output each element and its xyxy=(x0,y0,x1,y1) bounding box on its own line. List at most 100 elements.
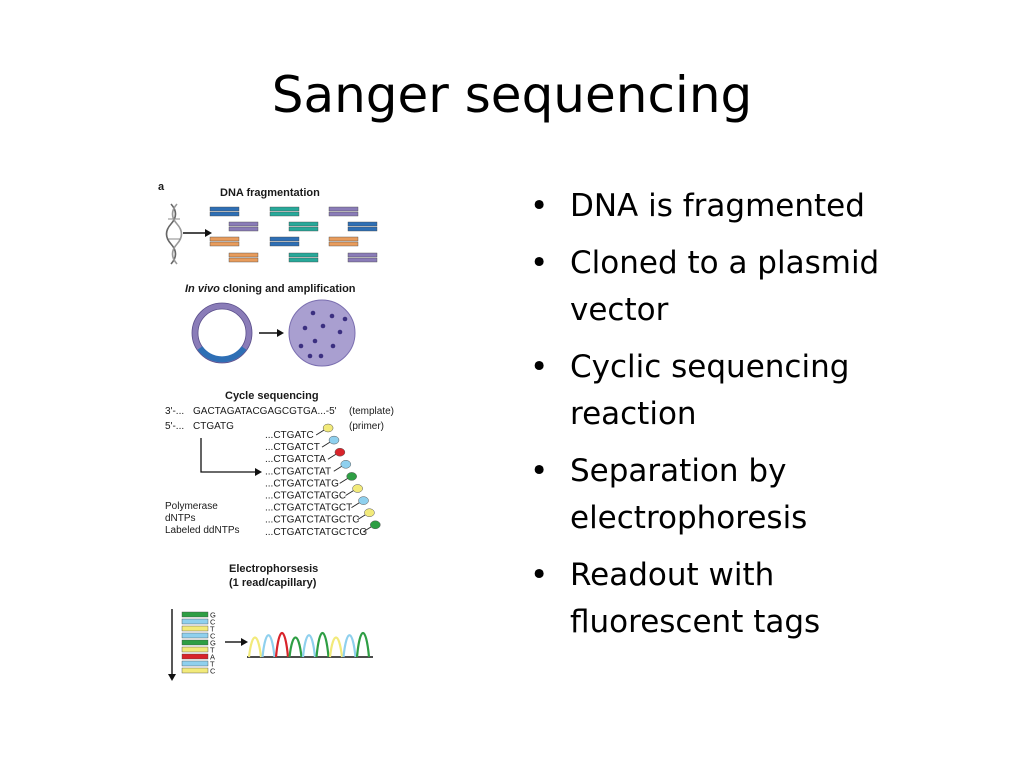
slide-title: Sanger sequencing xyxy=(271,66,753,124)
dna-fragment xyxy=(328,206,359,217)
trace-peak xyxy=(328,636,344,658)
primer-prefix: 5'-... xyxy=(165,421,184,432)
fragmentation-label: DNA fragmentation xyxy=(220,187,320,199)
fluorescent-tag xyxy=(358,496,369,505)
bullet-list: DNA is fragmented Cloned to a plasmid ve… xyxy=(530,183,950,656)
dna-fragment xyxy=(269,206,300,217)
trace-peak xyxy=(301,634,317,658)
template-prefix: 3'-... xyxy=(165,406,184,417)
gel-band xyxy=(181,639,209,646)
chromatogram-trace xyxy=(247,632,373,658)
terminator-stem xyxy=(357,514,366,521)
gel-band xyxy=(181,653,209,660)
sanger-workflow-figure: a DNA fragmentation In vivo cloning and … xyxy=(158,181,394,681)
bullet-item: DNA is fragmented xyxy=(530,183,950,230)
fluorescent-tag xyxy=(352,484,363,493)
terminator-stem xyxy=(339,478,348,484)
terminator-stem xyxy=(315,429,325,436)
cloning-label-rest: cloning and amplification xyxy=(220,283,356,295)
terminator-stem xyxy=(363,526,372,533)
extension-product: ...CTGATCTATG xyxy=(265,478,339,489)
arrow-down-icon xyxy=(168,609,176,681)
cloning-label: In vivo cloning and amplification xyxy=(185,283,356,295)
terminator-stem xyxy=(321,441,331,448)
trace-peak xyxy=(288,636,303,658)
extension-product: ...CTGATCTA xyxy=(265,454,326,465)
primer-tag: (primer) xyxy=(349,421,384,432)
extension-product: ...CTGATCTATGCT xyxy=(265,503,352,514)
gel-band xyxy=(181,611,209,618)
extension-product: ...CTGATCTATGCTCG xyxy=(265,527,367,538)
bullet-item: Separation by electrophoresis xyxy=(530,448,950,542)
bullet-item: Cloned to a plasmid vector xyxy=(530,240,950,334)
dna-fragment xyxy=(347,221,378,232)
trace-peak xyxy=(315,632,330,658)
template-sequence: GACTAGATACGAGCGTGA...-5' xyxy=(193,406,337,417)
plasmid-icon xyxy=(191,302,253,364)
extension-product: ...CTGATCTAT xyxy=(265,466,331,477)
elbow-arrow-icon xyxy=(200,438,262,476)
arrow-right-icon xyxy=(183,229,212,237)
extension-product: ...CTGATC xyxy=(265,430,314,441)
gel-base-letter: C xyxy=(210,667,216,676)
electrophoresis-label: Electrophorsesis xyxy=(229,563,318,575)
reagent-ddntps: Labeled ddNTPs xyxy=(165,525,240,536)
fluorescent-tag xyxy=(328,435,340,445)
fluorescent-tag xyxy=(340,460,352,469)
fluorescent-tag xyxy=(334,447,346,457)
dna-fragment xyxy=(288,252,319,263)
fluorescent-tag xyxy=(346,472,357,481)
cycle-label: Cycle sequencing xyxy=(225,390,319,402)
template-tag: (template) xyxy=(349,406,394,417)
dna-fragment xyxy=(288,221,319,232)
terminator-stem xyxy=(345,490,354,496)
gel-base-letter: T xyxy=(210,660,215,669)
reagent-dntps: dNTPs xyxy=(165,513,196,524)
trace-peak xyxy=(261,634,276,658)
extension-product: ...CTGATCTATGC xyxy=(265,491,346,502)
gel-base-letter: G xyxy=(210,639,216,648)
reagent-polymerase: Polymerase xyxy=(165,501,218,512)
gel-base-letter: G xyxy=(210,611,216,620)
dna-fragment xyxy=(269,236,300,247)
gel-base-letter: C xyxy=(210,618,216,627)
trace-peak xyxy=(274,632,290,658)
cloning-label-italic: In vivo xyxy=(185,283,220,295)
arrow-right-icon xyxy=(259,329,284,337)
gel-band xyxy=(181,660,209,667)
extension-product: ...CTGATCTATGCTC xyxy=(265,515,359,526)
fluorescent-tag xyxy=(364,508,375,517)
dna-fragments xyxy=(209,206,378,263)
dna-fragment xyxy=(228,221,259,232)
terminator-stem xyxy=(333,465,343,472)
culture-plate-icon xyxy=(288,299,356,367)
dna-fragment xyxy=(328,236,359,247)
dna-fragment xyxy=(347,252,378,263)
dna-fragment xyxy=(228,252,259,263)
gel-base-letter: T xyxy=(210,646,215,655)
terminator-stem xyxy=(327,453,337,460)
fluorescent-tag xyxy=(370,520,381,530)
primer-sequence: CTGATG xyxy=(193,421,234,432)
panel-letter: a xyxy=(158,181,165,193)
gel-band xyxy=(181,646,209,653)
gel-band xyxy=(181,667,209,674)
gel-band xyxy=(181,618,209,625)
trace-peak xyxy=(247,636,263,658)
dna-fragment xyxy=(209,236,240,247)
terminator-stem xyxy=(351,502,360,508)
extension-products: ...CTGATC...CTGATCT...CTGATCTA...CTGATCT… xyxy=(265,423,381,538)
gel-band xyxy=(181,632,209,639)
gel-base-letter: T xyxy=(210,625,215,634)
fluorescent-tag xyxy=(322,423,334,433)
extension-product: ...CTGATCT xyxy=(265,442,320,453)
arrow-right-icon xyxy=(225,638,248,646)
dna-helix-icon xyxy=(165,203,183,265)
gel-base-letter: C xyxy=(210,632,216,641)
trace-peak xyxy=(342,634,357,658)
dna-fragment xyxy=(209,206,240,217)
trace-peak xyxy=(355,632,371,658)
electrophoresis-sublabel: (1 read/capillary) xyxy=(229,577,317,589)
gel-band xyxy=(181,625,209,632)
